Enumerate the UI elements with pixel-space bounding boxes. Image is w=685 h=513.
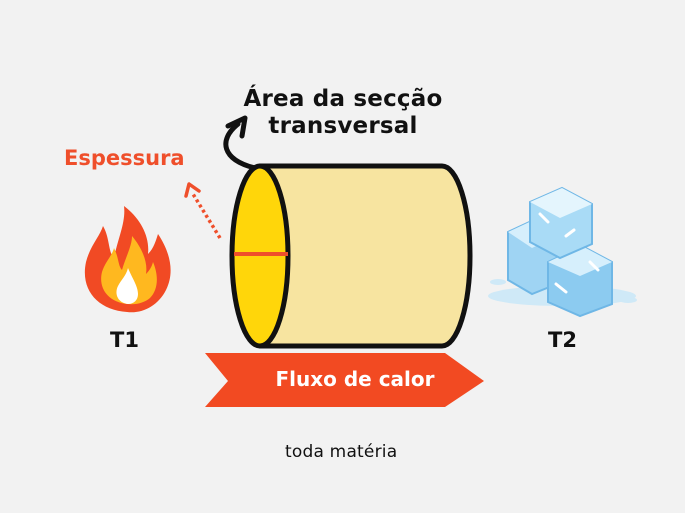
cylinder bbox=[229, 163, 473, 349]
heat-flow-arrow bbox=[205, 353, 484, 407]
t1-label: T1 bbox=[110, 328, 139, 352]
ice-cubes-icon bbox=[488, 186, 637, 318]
area-label: Área da secção transversal bbox=[238, 86, 448, 140]
area-label-line2: transversal bbox=[268, 113, 418, 139]
brand-label: toda matéria bbox=[285, 442, 398, 462]
fire-icon bbox=[84, 206, 171, 313]
area-pointer-arrow bbox=[223, 115, 258, 171]
heat-flow-label: Fluxo de calor bbox=[275, 367, 435, 391]
thickness-pointer-arrow bbox=[184, 182, 222, 239]
area-label-line1: Área da secção bbox=[243, 86, 443, 112]
t2-label: T2 bbox=[548, 328, 577, 352]
thickness-label: Espessura bbox=[64, 146, 185, 170]
